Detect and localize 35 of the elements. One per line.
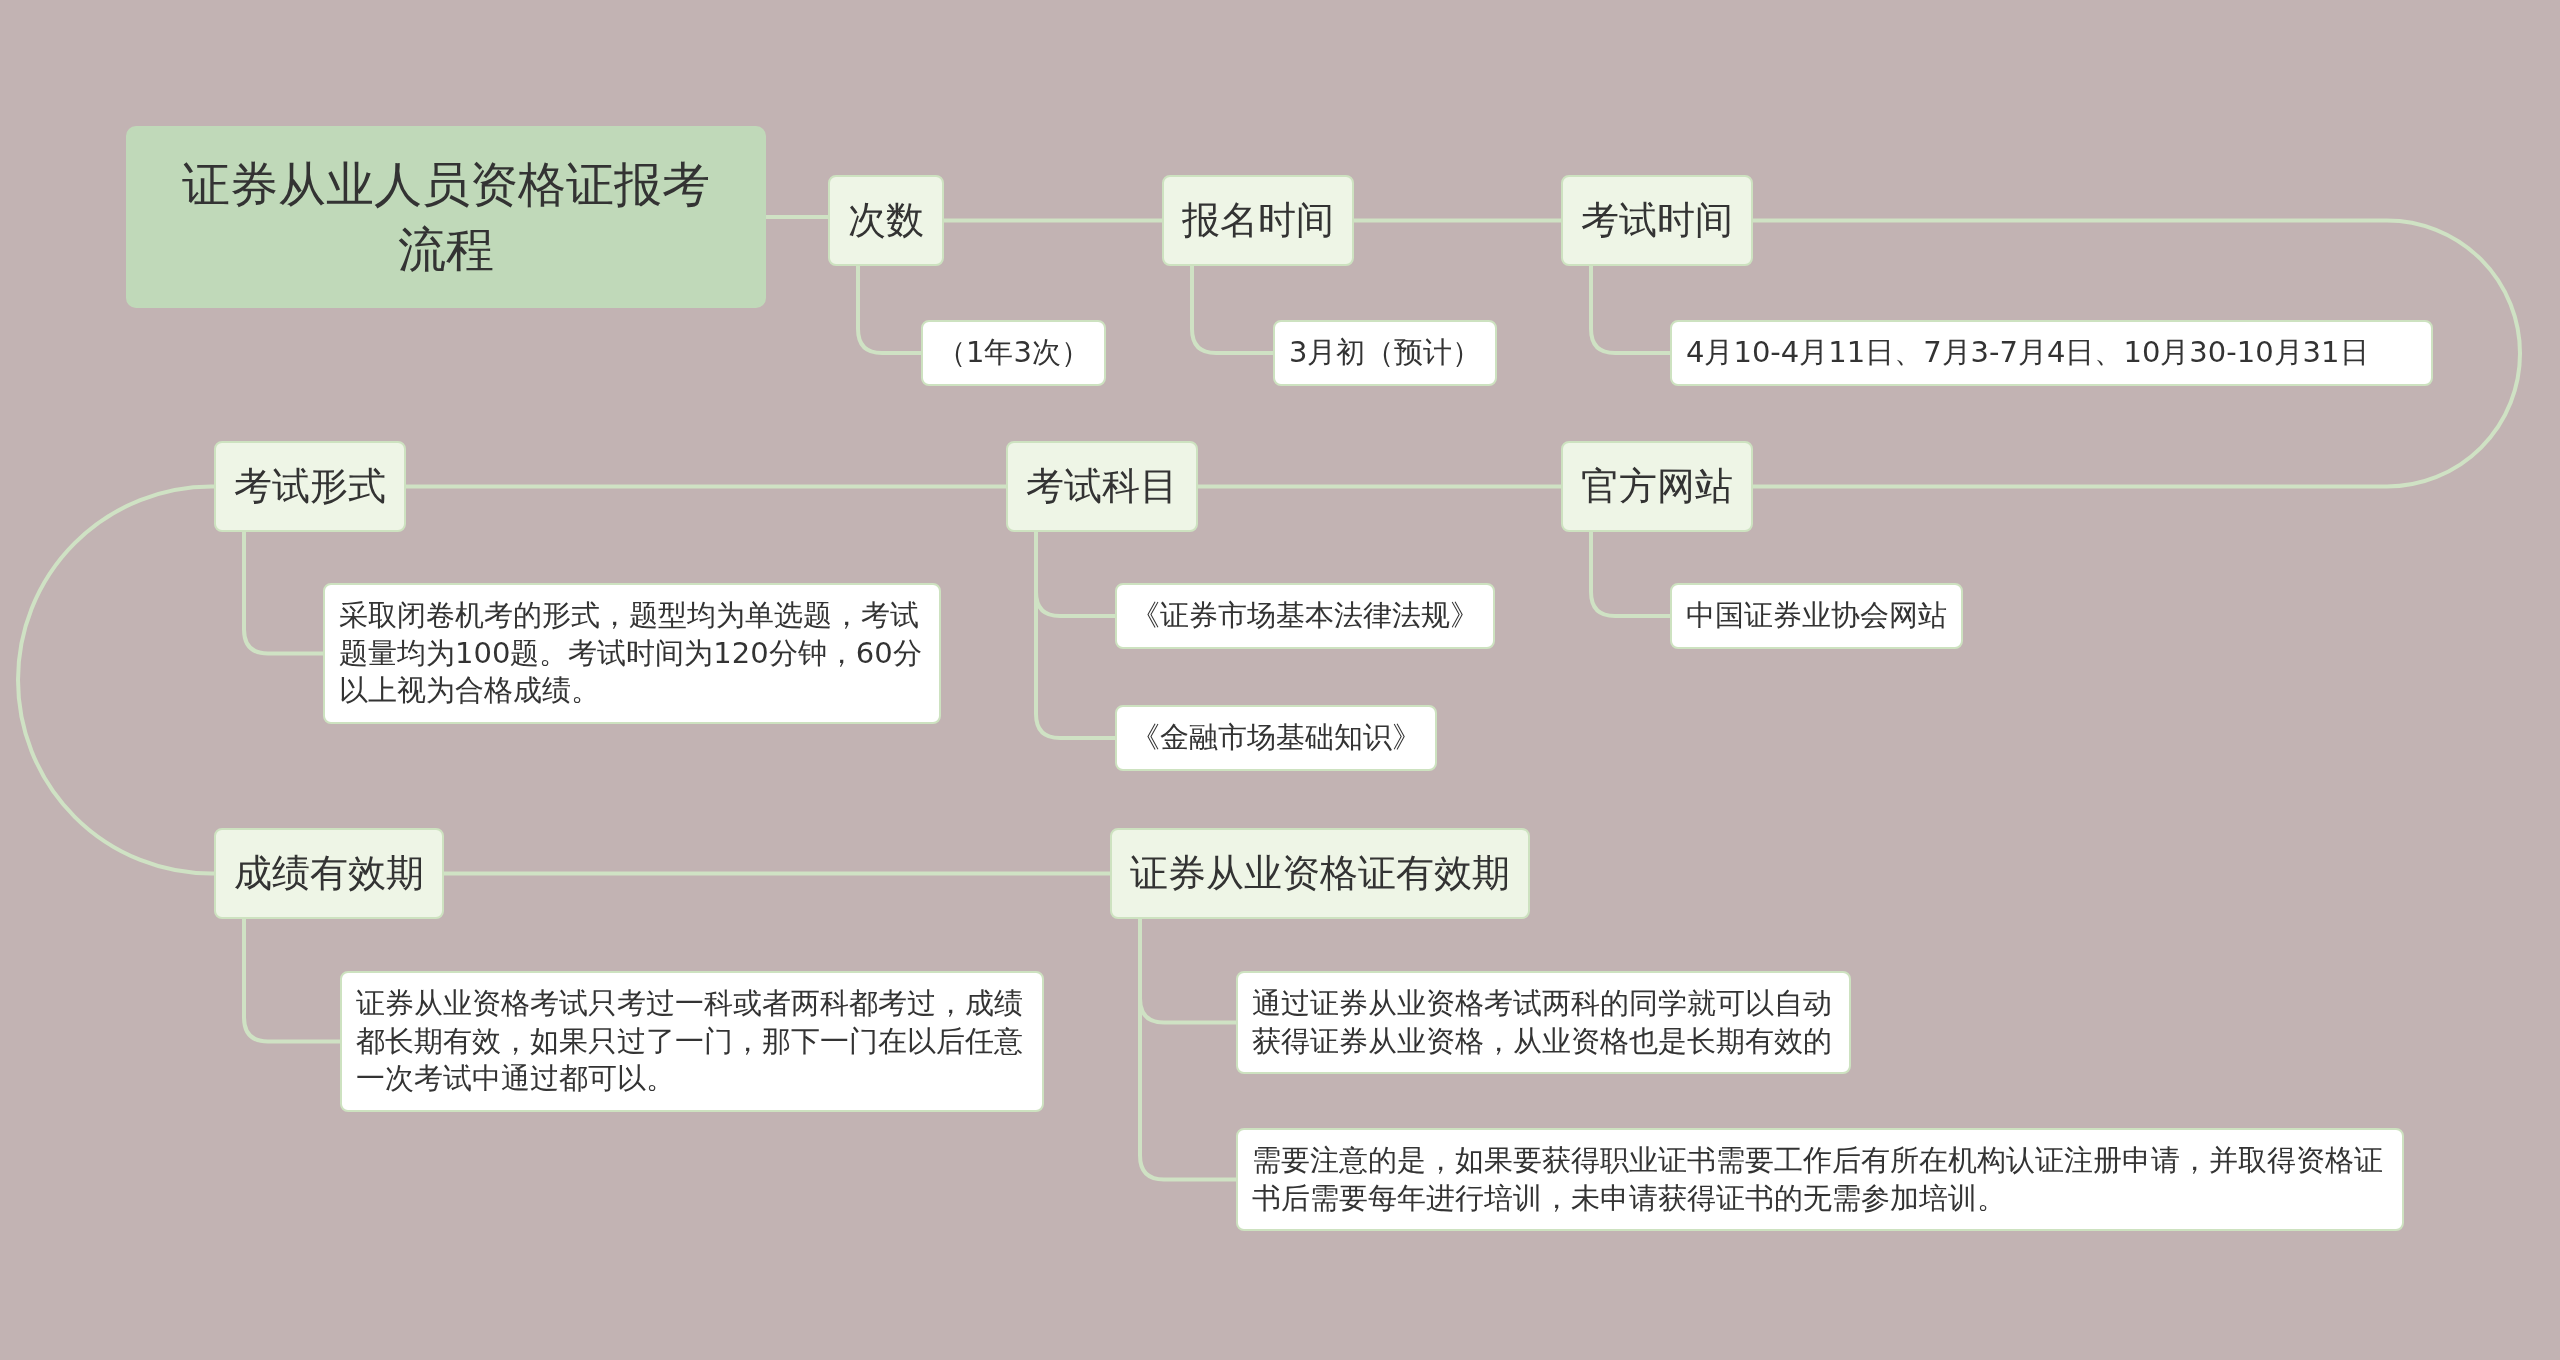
connector-line <box>1589 532 1670 618</box>
topic-box: 官方网站 <box>1561 441 1753 533</box>
connector-line <box>1753 218 2522 489</box>
title-box: 证券从业人员资格证报考流程 <box>126 126 766 308</box>
topic-box: 考试时间 <box>1561 175 1753 267</box>
topic-box: 考试形式 <box>214 441 406 533</box>
connector-line <box>1198 484 1561 489</box>
note-box: 通过证券从业资格考试两科的同学就可以自动获得证券从业资格，从业资格也是长期有效的 <box>1236 971 1851 1075</box>
note-box: 中国证券业协会网站 <box>1670 583 1963 649</box>
note-box: 需要注意的是，如果要获得职业证书需要工作后有所在机构认证注册申请，并取得资格证书后需要每年进行培训，未申请获得证书的无需参加培训。 <box>1236 1128 2404 1232</box>
note-box: （1年3次） <box>921 320 1106 386</box>
connector-line <box>1190 266 1273 355</box>
connector-line <box>766 215 828 219</box>
note-box: 《证券市场基本法律法规》 <box>1115 583 1495 649</box>
note-box: 4月10-4月11日、7月3-7月4日、10月30-10月31日 <box>1670 320 2433 386</box>
connector-line <box>242 919 340 1044</box>
connector-line <box>406 484 1006 489</box>
topic-box: 证券从业资格证有效期 <box>1110 828 1530 920</box>
connector-line <box>1354 218 1561 223</box>
connector-line <box>1138 919 1236 1182</box>
connector-line <box>444 871 1110 876</box>
topic-box: 次数 <box>828 175 944 267</box>
connector-line <box>16 484 215 876</box>
note-box: 采取闭卷机考的形式，题型均为单选题，考试题量均为100题。考试时间为120分钟，60分以上视为合格成绩。 <box>323 583 941 725</box>
connector-line <box>944 218 1162 223</box>
topic-box: 报名时间 <box>1162 175 1354 267</box>
note-box: 《金融市场基础知识》 <box>1115 705 1437 771</box>
connector-line <box>1589 266 1670 355</box>
connector-line <box>1034 532 1115 740</box>
note-box: 证券从业资格考试只考过一科或者两科都考过，成绩都长期有效，如果只过了一门，那下一门在以后任意一次考试中通过都可以。 <box>340 971 1044 1113</box>
connector-line <box>242 532 323 656</box>
note-box: 3月初（预计） <box>1273 320 1498 386</box>
topic-box: 成绩有效期 <box>214 828 444 920</box>
topic-box: 考试科目 <box>1006 441 1198 533</box>
connector-line <box>856 266 921 355</box>
